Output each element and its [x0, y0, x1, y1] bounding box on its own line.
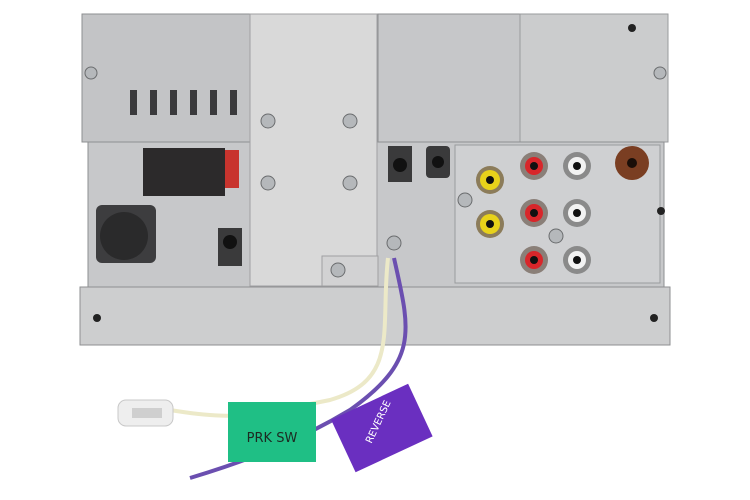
- front-rail: [79, 286, 671, 346]
- rca-audio-white-jacks: [563, 152, 591, 274]
- rca-audio-red-jacks: [520, 152, 548, 274]
- rca-video-jacks: [476, 166, 504, 238]
- vent-slots: [130, 90, 237, 115]
- mount-holes: [93, 24, 665, 322]
- fuse: [225, 150, 239, 188]
- heatsink: [249, 13, 378, 287]
- din-connector: [100, 212, 148, 260]
- heatsink-tab: [321, 255, 379, 287]
- reverse-tag: REVERSE: [331, 383, 433, 473]
- parking-switch-tag: PRK SW: [228, 402, 316, 462]
- parking-wire: [169, 257, 390, 418]
- harness-connector: [143, 148, 225, 196]
- chassis-top-right-box: [519, 13, 669, 143]
- chassis-top-left: [81, 13, 253, 143]
- screw-icons: [84, 66, 667, 278]
- antenna-jack: [615, 146, 649, 180]
- parking-switch-label: PRK SW: [247, 431, 298, 446]
